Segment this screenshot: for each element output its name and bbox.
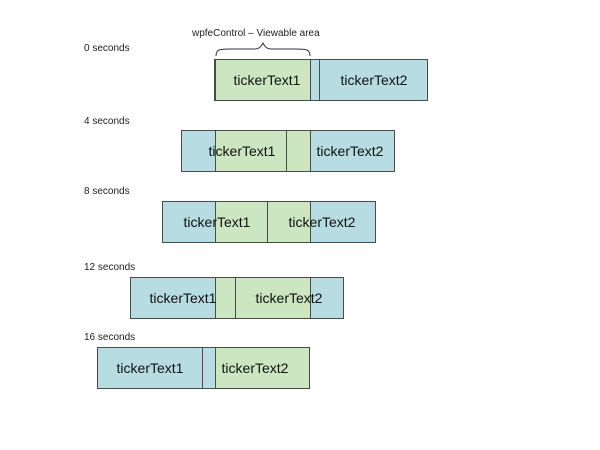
ticker-text-1-4: tickerText1: [208, 143, 276, 159]
ticker-track-12: tickerText1 tickerText2: [130, 277, 344, 319]
stage-label-8: 8 seconds: [84, 186, 130, 197]
ticker-text-1-8: tickerText1: [183, 214, 251, 230]
ticker-track-4: tickerText1 tickerText2: [181, 130, 395, 172]
ticker-divider-12a: [235, 278, 236, 318]
ticker-text-2-16: tickerText2: [221, 360, 289, 376]
ticker-divider-0a: [319, 60, 320, 100]
stage-label-12: 12 seconds: [84, 262, 136, 273]
viewable-area-16: [215, 348, 309, 388]
viewable-area-label: wpfeControl – Viewable area: [192, 28, 320, 39]
ticker-text-1-16: tickerText1: [116, 360, 184, 376]
viewable-area-4: [215, 131, 311, 171]
stage-label-0: 0 seconds: [84, 43, 130, 54]
ticker-text-1-12: tickerText1: [149, 290, 217, 306]
ticker-track-16: tickerText1 tickerText2: [97, 347, 310, 389]
viewable-area-8: [215, 202, 311, 242]
ticker-text-2-0: tickerText2: [340, 72, 408, 88]
ticker-text-1-0: tickerText1: [233, 72, 301, 88]
ticker-text-2-4: tickerText2: [316, 143, 384, 159]
stage-label-16: 16 seconds: [84, 332, 136, 343]
viewable-area-brace: [215, 41, 311, 57]
ticker-text-2-8: tickerText2: [288, 214, 356, 230]
viewable-area-0: [215, 60, 311, 100]
stage-label-4: 4 seconds: [84, 116, 130, 127]
ticker-track-0: tickerText1 tickerText2: [214, 59, 428, 101]
ticker-divider-16a: [202, 348, 203, 388]
ticker-text-2-12: tickerText2: [255, 290, 323, 306]
viewable-area-12: [215, 278, 311, 318]
ticker-track-8: tickerText1 tickerText2: [162, 201, 376, 243]
ticker-divider-8a: [267, 202, 268, 242]
ticker-divider-4a: [286, 131, 287, 171]
